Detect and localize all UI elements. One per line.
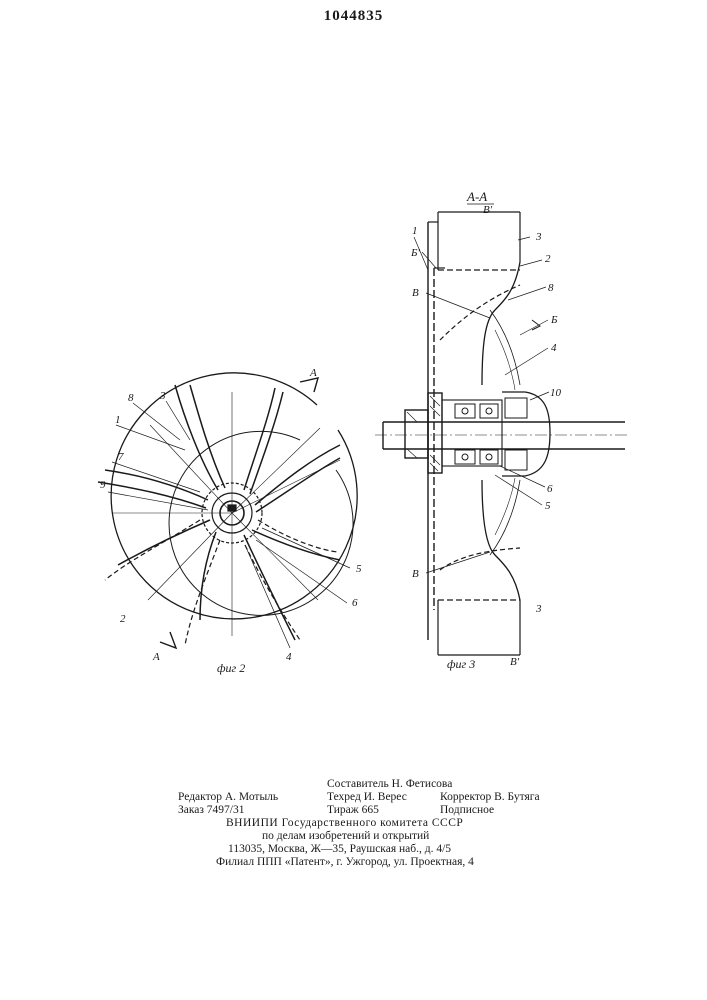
fig2-label-4: 4 (286, 651, 292, 663)
dashed-blades (105, 520, 338, 645)
radial-lines (112, 392, 340, 636)
subscription: Подписное (440, 804, 494, 817)
shroud-upper (482, 262, 520, 385)
fig3-label-b-prime-bottom: В' (510, 656, 520, 668)
compiler: Составитель Н. Фетисова (327, 778, 452, 791)
org-line-2: по делам изобретений и открытий (262, 830, 429, 843)
figure-2 (98, 373, 357, 648)
org-line-1: ВНИИПИ Государственного комитета СССР (226, 817, 463, 830)
fig3-label-3-top: 3 (535, 231, 542, 243)
fig3-label-5: 5 (545, 500, 551, 512)
figure-3 (375, 212, 630, 655)
fig3-label-v-upper: В (412, 287, 419, 299)
fig3-label-b-prime-left: Б' (410, 247, 420, 259)
circulation: Тираж 665 (327, 804, 379, 817)
fig3-label-1: 1 (412, 225, 418, 237)
colophon: Составитель Н. Фетисова Редактор А. Моты… (0, 778, 707, 869)
fig3-caption: фиг 3 (447, 657, 475, 671)
fig2-label-6: 6 (352, 597, 358, 609)
fig2-section-mark-top: A (309, 367, 317, 379)
fig3-label-6: 6 (547, 483, 553, 495)
fig3-label-10: 10 (550, 387, 562, 399)
fig3-label-3-bottom: 3 (535, 603, 542, 615)
fig2-label-3: 3 (159, 390, 166, 402)
branch: Филиал ППП «Патент», г. Ужгород, ул. Про… (216, 856, 474, 869)
fig3-label-2: 2 (545, 253, 551, 265)
fig2-section-mark-bottom: A (152, 651, 160, 663)
fig2-label-2: 2 (120, 613, 126, 625)
fig3-label-8: 8 (548, 282, 554, 294)
disc-outline (111, 373, 357, 619)
hub-flange (428, 393, 442, 473)
fig2-label-5: 5 (356, 563, 362, 575)
fig3-label-4: 4 (551, 342, 557, 354)
fig2-caption: фиг 2 (217, 661, 245, 675)
address: 113035, Москва, Ж—35, Раушская наб., д. … (228, 843, 451, 856)
bearings (455, 404, 498, 464)
fig2-label-9: 9 (100, 479, 106, 491)
fig3-label-b: Б (550, 314, 558, 326)
fig3-label-b-prime-top: В' (483, 204, 493, 216)
corrector: Корректор В. Бутяга (440, 791, 540, 804)
fig2-label-1: 1 (115, 414, 121, 426)
order: Заказ 7497/31 (178, 804, 245, 817)
fig2-label-7: 7 (118, 451, 124, 463)
cap-housing (502, 392, 550, 476)
fig2-label-8: 8 (128, 392, 134, 404)
shroud-lower (482, 480, 520, 600)
techred: Техред И. Верес (327, 791, 407, 804)
fig3-label-v-lower: В (412, 568, 419, 580)
editor: Редактор А. Мотыль (178, 791, 278, 804)
fig3-section-title: А-А (466, 189, 487, 204)
